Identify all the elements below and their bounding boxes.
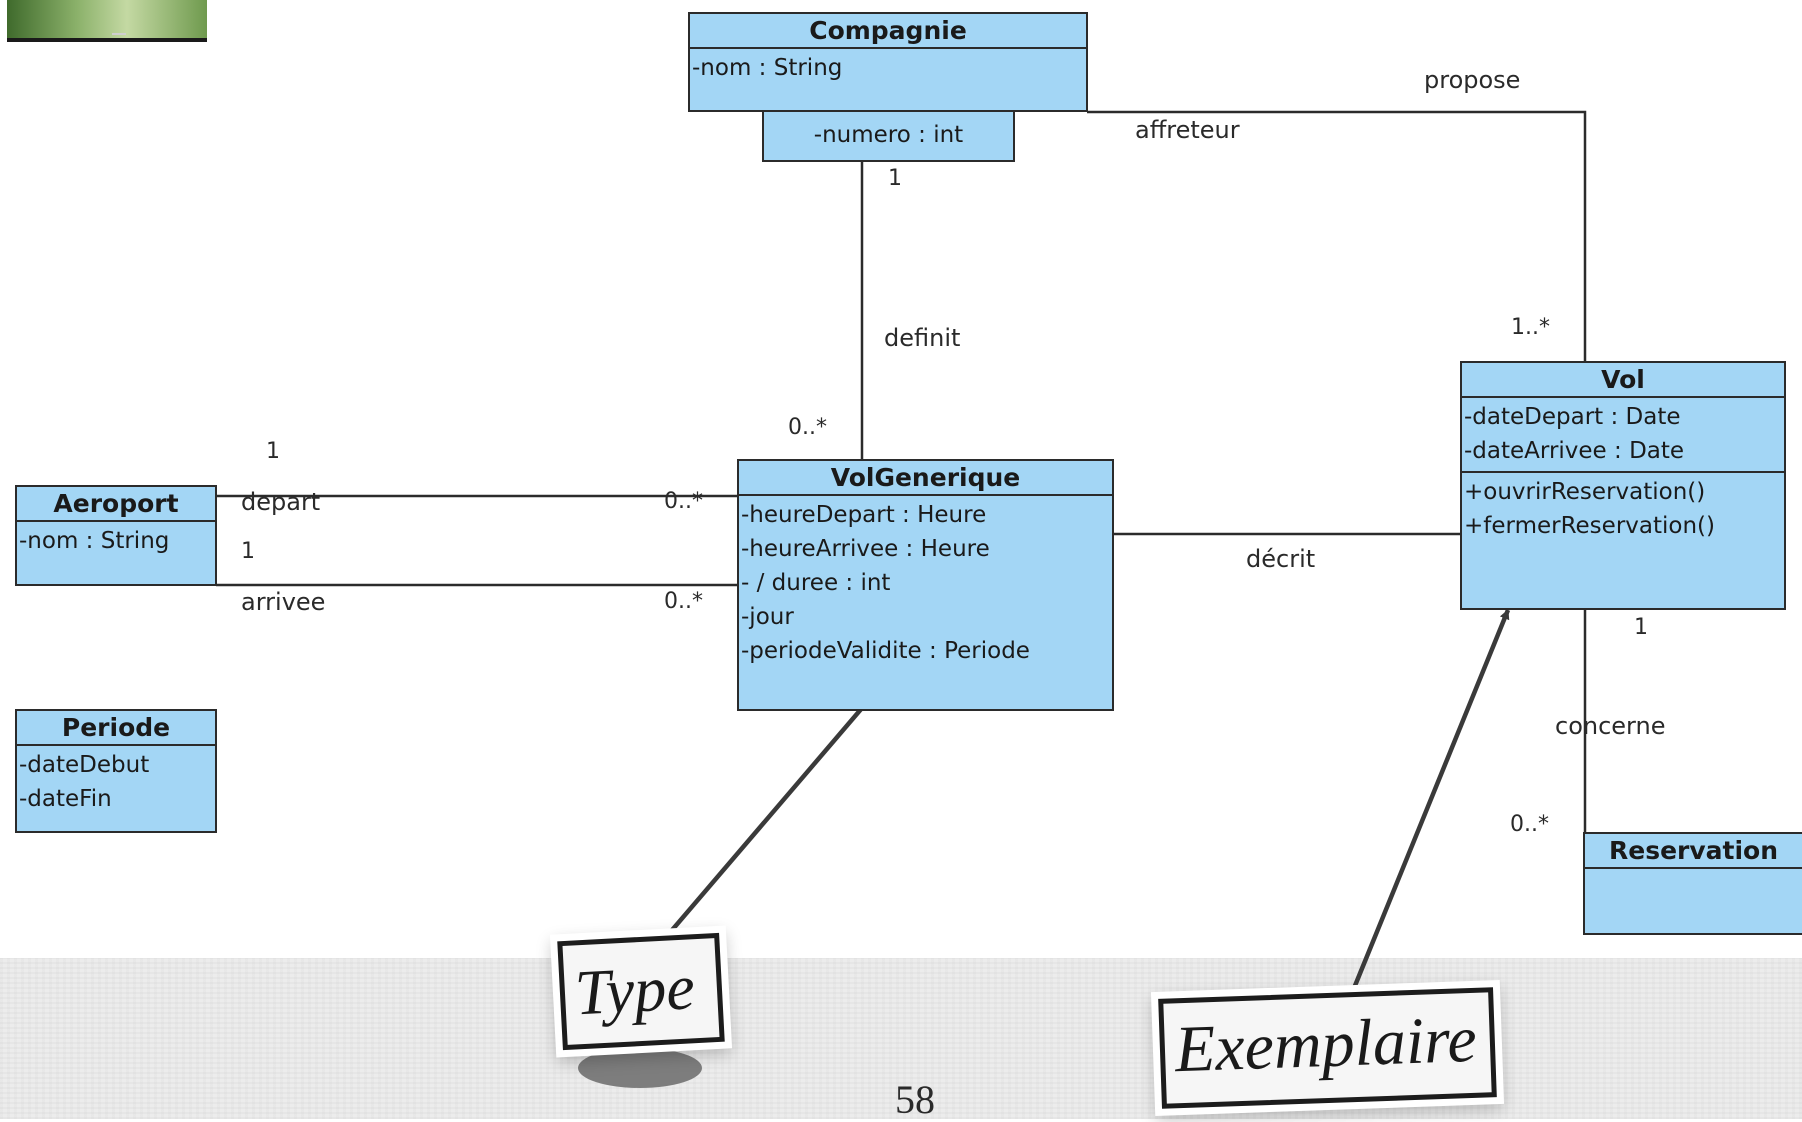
multiplicity-label: 0..* <box>664 489 703 514</box>
definit-label: definit <box>884 324 961 352</box>
qualifier-numero: -numero : int <box>762 110 1015 162</box>
attribute: -dateDebut <box>19 752 150 778</box>
attribute: - / duree : int <box>741 570 891 596</box>
operation: +ouvrirReservation() <box>1464 479 1706 505</box>
multiplicity-label: 1 <box>1634 615 1648 640</box>
attribute: -heureDepart : Heure <box>741 502 987 528</box>
attribute: -dateArrivee : Date <box>1464 438 1685 464</box>
type-sticker-shadow <box>578 1048 702 1088</box>
exemplaire-sticker: Exemplaire <box>1158 987 1497 1109</box>
attribute: -jour <box>741 604 794 630</box>
multiplicity-label: 1 <box>266 439 280 464</box>
multiplicity-label: 1 <box>241 539 255 564</box>
attribute: -nom : String <box>692 55 843 81</box>
class-title: Compagnie <box>690 14 1086 49</box>
multiplicity-label: 1 <box>888 166 902 191</box>
attribute: -nom : String <box>19 528 170 554</box>
page-number: 58 <box>895 1077 935 1122</box>
depart-role-label: depart <box>241 488 321 516</box>
class-compagnie: Compagnie -nom : String <box>688 12 1088 112</box>
exemplaire-arrow <box>1347 609 1511 999</box>
bottom-band <box>0 958 1802 1119</box>
multiplicity-label: 0..* <box>788 415 827 440</box>
attribute: -periodeValidite : Periode <box>741 638 1030 664</box>
class-title: Reservation <box>1585 834 1802 869</box>
type-arrow <box>653 699 870 952</box>
class-reservation: Reservation <box>1583 832 1802 935</box>
attribute: -dateFin <box>19 786 112 812</box>
propose-label: propose <box>1424 66 1521 94</box>
class-title: Aeroport <box>17 487 215 522</box>
class-vol: Vol -dateDepart : Date -dateArrivee : Da… <box>1460 361 1786 610</box>
arrivee-role-label: arrivee <box>241 588 326 616</box>
class-periode: Periode -dateDebut -dateFin <box>15 709 217 833</box>
qualifier-text: -numero : int <box>813 122 964 148</box>
class-volgenerique: VolGenerique -heureDepart : Heure -heure… <box>737 459 1114 711</box>
exemplaire-sticker-text: Exemplaire <box>1173 1002 1478 1087</box>
attribute: -dateDepart : Date <box>1464 404 1681 430</box>
slide-thumbnail <box>7 0 207 42</box>
multiplicity-label: 0..* <box>664 589 703 614</box>
type-sticker-text: Type <box>573 951 697 1029</box>
concerne-label: concerne <box>1555 712 1666 740</box>
class-title: Periode <box>17 711 215 746</box>
class-title: Vol <box>1462 363 1784 398</box>
multiplicity-label: 1..* <box>1511 315 1550 340</box>
attribute: -heureArrivee : Heure <box>741 536 990 562</box>
multiplicity-label: 0..* <box>1510 812 1549 837</box>
type-sticker: Type <box>557 932 725 1051</box>
decrit-label: décrit <box>1246 545 1316 573</box>
operation: +fermerReservation() <box>1464 513 1715 539</box>
propose-association-line <box>1087 110 1587 362</box>
class-title: VolGenerique <box>739 461 1112 496</box>
class-aeroport: Aeroport -nom : String <box>15 485 217 586</box>
affreteur-role-label: affreteur <box>1135 116 1240 144</box>
